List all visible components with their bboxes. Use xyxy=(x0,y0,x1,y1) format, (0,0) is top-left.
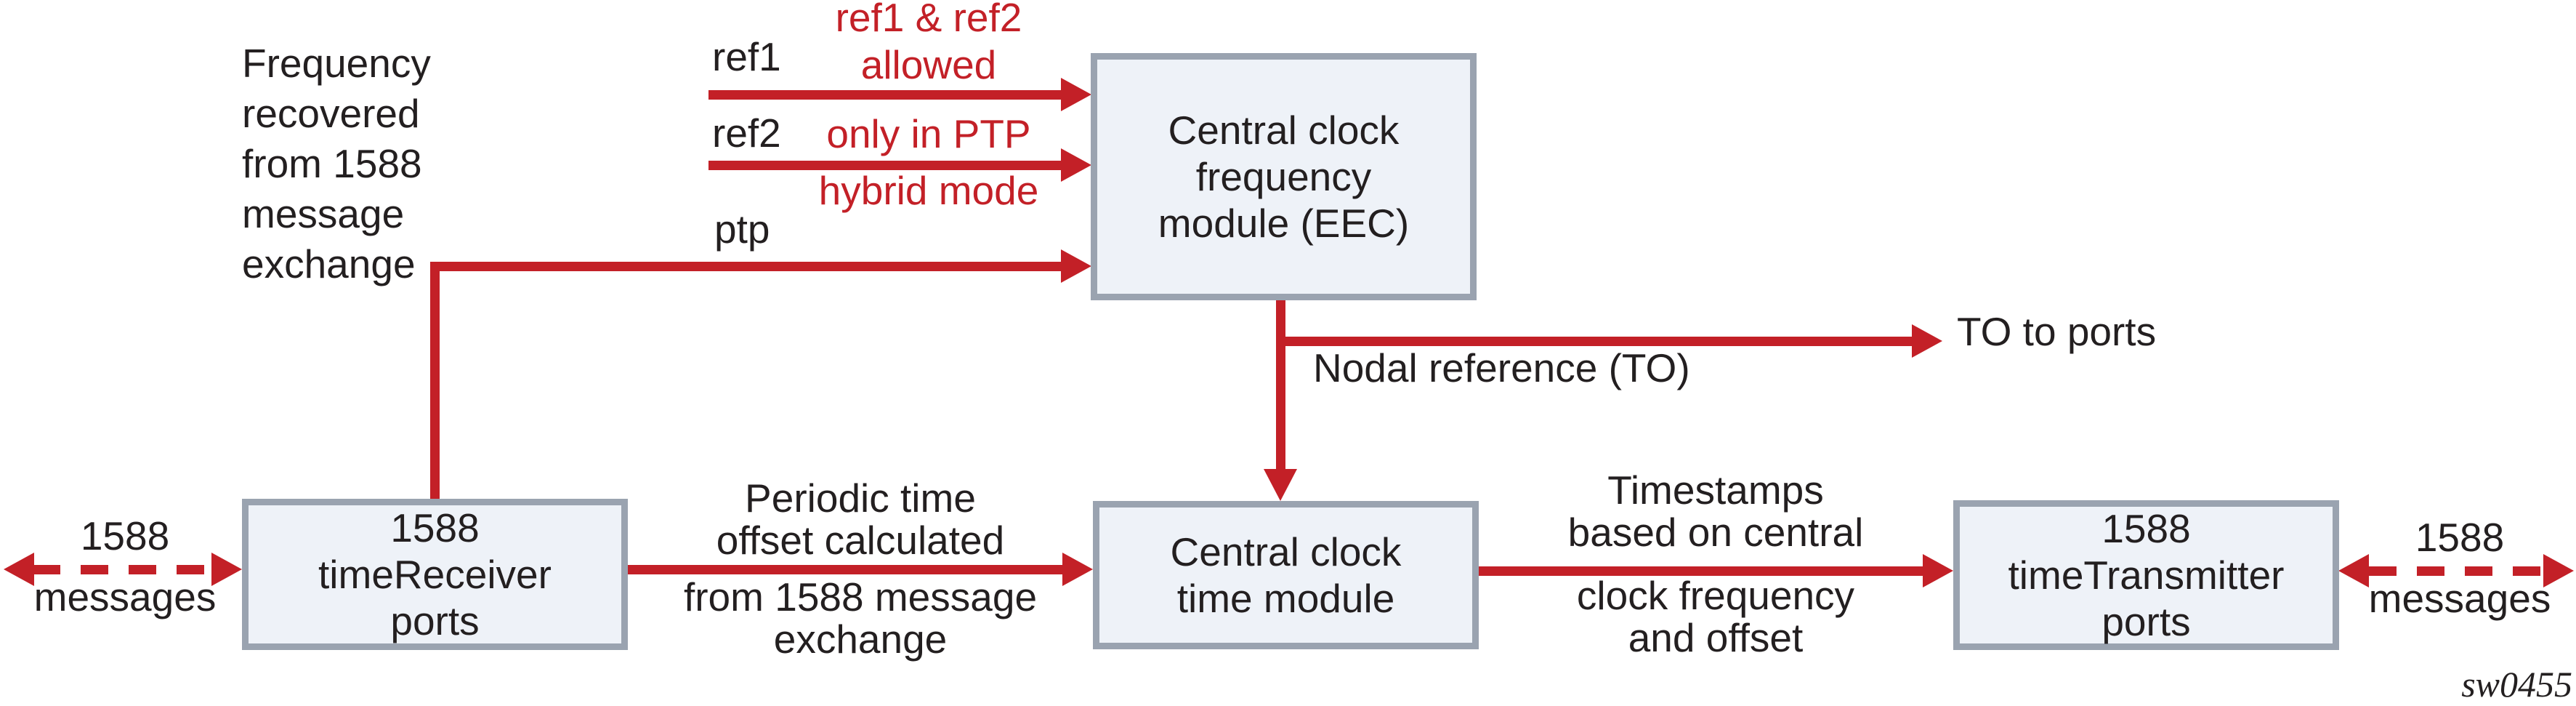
central-clock-time-module-label: Central clock time module xyxy=(1170,529,1402,621)
messages-left-label: 1588 messages xyxy=(33,513,217,619)
right-messages-dashed-line xyxy=(2369,566,2545,576)
from-1588-message-exchange-note: from 1588 message exchange xyxy=(683,574,1038,662)
time-module-to-transmitter-arrowhead-icon xyxy=(1923,554,1953,587)
periodic-time-offset-note: Periodic time offset calculated xyxy=(716,476,1005,563)
to-to-ports-arrowhead-icon xyxy=(1912,324,1942,358)
ref1-ref2-allowed-note: ref1 & ref2 allowed xyxy=(835,0,1022,87)
ref2-label: ref2 xyxy=(712,111,781,156)
central-clock-frequency-module-label: Central clock frequency module (EEC) xyxy=(1158,108,1410,246)
time-transmitter-ports-label: 1588 timeTransmitter ports xyxy=(2008,506,2285,644)
frequency-recovered-note: Frequency recovered from 1588 message ex… xyxy=(242,41,431,286)
time-receiver-ports-label: 1588 timeReceiver ports xyxy=(318,505,552,643)
ref2-line xyxy=(708,161,1062,170)
ptp-label: ptp xyxy=(714,206,770,252)
right-messages-right-arrowhead-icon xyxy=(2543,554,2574,587)
eec-to-time-module-arrowhead-icon xyxy=(1264,469,1297,501)
ref1-label: ref1 xyxy=(712,34,781,79)
central-clock-time-module-box: Central clock time module xyxy=(1093,501,1479,649)
eec-to-time-module-line xyxy=(1276,300,1285,473)
ptp-line xyxy=(430,262,1062,271)
ref1-line xyxy=(708,90,1062,100)
receiver-to-time-module-arrowhead-icon xyxy=(1062,553,1093,586)
clock-frequency-and-offset-note: clock frequency and offset xyxy=(1576,573,1855,660)
left-messages-right-arrowhead-icon xyxy=(211,553,242,586)
messages-right-label: 1588 messages xyxy=(2368,515,2551,621)
figure-id-watermark: sw0455 xyxy=(2461,664,2572,705)
timestamps-based-on-central-note: Timestamps based on central xyxy=(1567,468,1864,555)
left-messages-left-arrowhead-icon xyxy=(4,553,34,586)
to-to-ports-line xyxy=(1276,337,1914,346)
ref2-arrowhead-icon xyxy=(1061,148,1091,182)
only-in-ptp-note: only in PTP xyxy=(826,111,1031,156)
hybrid-mode-note: hybrid mode xyxy=(818,168,1039,213)
central-clock-frequency-module-box: Central clock frequency module (EEC) xyxy=(1091,53,1477,300)
nodal-reference-label: Nodal reference (TO) xyxy=(1313,345,1690,390)
ptp-riser-line xyxy=(430,262,440,500)
receiver-to-time-module-line xyxy=(627,565,1063,574)
left-messages-dashed-line xyxy=(33,565,213,574)
ref1-arrowhead-icon xyxy=(1061,78,1091,111)
ptp-arrowhead-icon xyxy=(1061,249,1091,283)
time-module-to-transmitter-line xyxy=(1478,566,1923,576)
to-to-ports-label: TO to ports xyxy=(1957,309,2157,354)
time-transmitter-ports-box: 1588 timeTransmitter ports xyxy=(1953,500,2339,650)
time-receiver-ports-box: 1588 timeReceiver ports xyxy=(242,499,628,650)
right-messages-left-arrowhead-icon xyxy=(2338,554,2369,587)
